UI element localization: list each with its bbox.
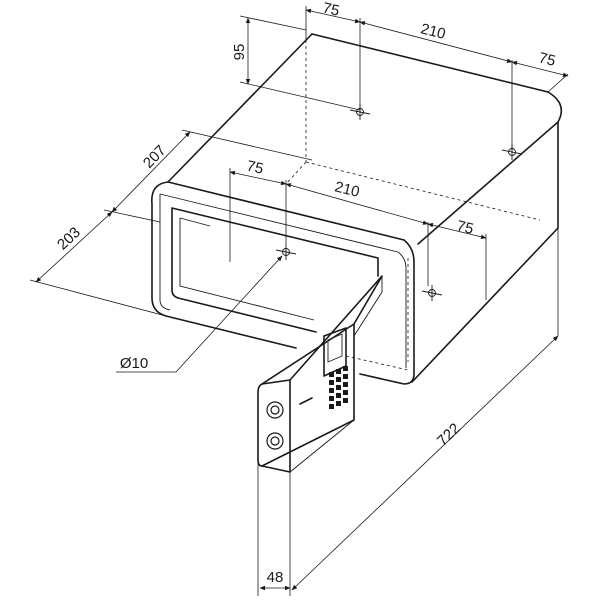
dim-label-207: 207: [140, 142, 170, 172]
front-top-inner-edge: [159, 193, 399, 253]
dim-label-48: 48: [267, 569, 284, 586]
top-face-back-edge: [311, 33, 549, 93]
door-display-inner: [327, 333, 343, 363]
dimension-lines: [29, 6, 569, 596]
dim-label-210-mid: 210: [333, 178, 361, 201]
top-face-left-edge: [167, 33, 313, 183]
dim-label-722: 722: [434, 420, 464, 450]
door-side-panel: [261, 275, 383, 385]
door-hinge-edge: [289, 419, 355, 473]
dim-label-75-mid-right: 75: [455, 217, 475, 238]
door-opening-inner: [179, 217, 315, 321]
door-handle-slot: [299, 397, 313, 405]
door-back-edge: [353, 276, 383, 337]
dim-label-diameter: Ø10: [120, 355, 148, 372]
top-right-corner: [417, 91, 563, 245]
dim-label-203: 203: [54, 224, 84, 254]
right-side-bottom-edge: [411, 121, 559, 383]
keypad-icon: [329, 366, 348, 409]
front-left-inner-edge: [159, 194, 171, 311]
hidden-front-bottom: [345, 355, 409, 371]
mounting-hole-icon: [275, 104, 523, 301]
front-left-edge: [151, 181, 297, 349]
hidden-back-left-bottom: [285, 161, 307, 185]
dim-label-95: 95: [231, 44, 248, 61]
knob-icon: [266, 401, 284, 450]
door-display: [323, 327, 347, 377]
dim-label-75-top-left: 75: [321, 0, 341, 20]
dim-label-75-top-right: 75: [537, 49, 557, 70]
door-opening: [171, 207, 379, 333]
dim-label-75-mid-left: 75: [245, 157, 265, 177]
front-right-inner-edge: [397, 251, 407, 368]
dim-label-210-top: 210: [419, 20, 447, 43]
